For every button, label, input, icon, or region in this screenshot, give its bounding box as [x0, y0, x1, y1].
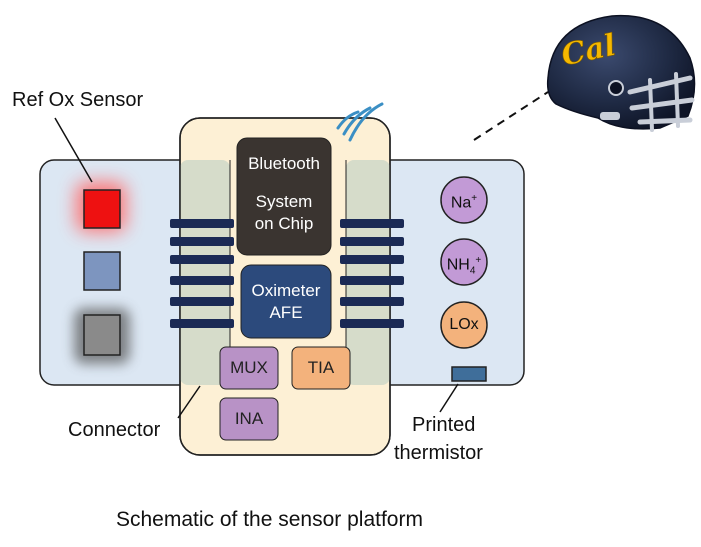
printed-thermistor-label-line1: Printed — [412, 414, 476, 436]
mux-chip — [219, 346, 279, 390]
right-connector-strip — [346, 160, 390, 385]
oximeter-chip-label: Oximeter AFE — [241, 280, 331, 324]
lox-sensor-label: LOx — [449, 316, 479, 333]
oximeter-line2: AFE — [269, 303, 303, 322]
gray-sensor-square — [83, 314, 121, 356]
printed-thermistor-label-line2: thermistor — [394, 442, 483, 464]
left-connector-strip — [180, 160, 230, 385]
connector-leader-line — [177, 385, 201, 419]
mux-chip-label: MUX — [230, 358, 268, 377]
connector-label: Connector — [68, 419, 161, 441]
left-connector-pins — [170, 219, 234, 328]
ina-chip — [219, 397, 279, 441]
bluetooth-line3: on Chip — [254, 214, 314, 233]
blue-photodiode-square — [83, 251, 121, 291]
printed-thermistor — [451, 366, 487, 382]
oximeter-afe-chip — [240, 264, 332, 339]
right-connector-pins — [340, 219, 404, 328]
nh4-sensor-label: NH4+ — [446, 255, 482, 277]
wireless-signal-icon — [336, 102, 384, 142]
red-led-square — [83, 189, 121, 229]
bluetooth-soc-chip — [236, 137, 332, 256]
lox-sensor-circle — [440, 301, 488, 349]
na-sensor-label: Na+ — [450, 193, 478, 212]
oximeter-line1: Oximeter — [251, 281, 321, 300]
ref-ox-leader-line — [54, 117, 93, 183]
na-sensor-circle — [440, 176, 488, 224]
diagram-caption: Schematic of the sensor platform — [116, 508, 423, 531]
nh4-sensor-circle — [440, 238, 488, 286]
bluetooth-line1: Bluetooth — [248, 154, 320, 173]
tia-chip — [291, 346, 351, 390]
bluetooth-chip-label: Bluetooth System on Chip — [237, 153, 331, 235]
bluetooth-line2: System — [255, 192, 313, 211]
helmet-dashed-line — [473, 91, 549, 141]
thermistor-leader-line — [439, 383, 459, 413]
tia-chip-label: TIA — [307, 358, 335, 377]
ina-chip-label: INA — [234, 409, 264, 428]
football-helmet-image — [546, 14, 696, 132]
ref-ox-sensor-label: Ref Ox Sensor — [12, 89, 144, 111]
